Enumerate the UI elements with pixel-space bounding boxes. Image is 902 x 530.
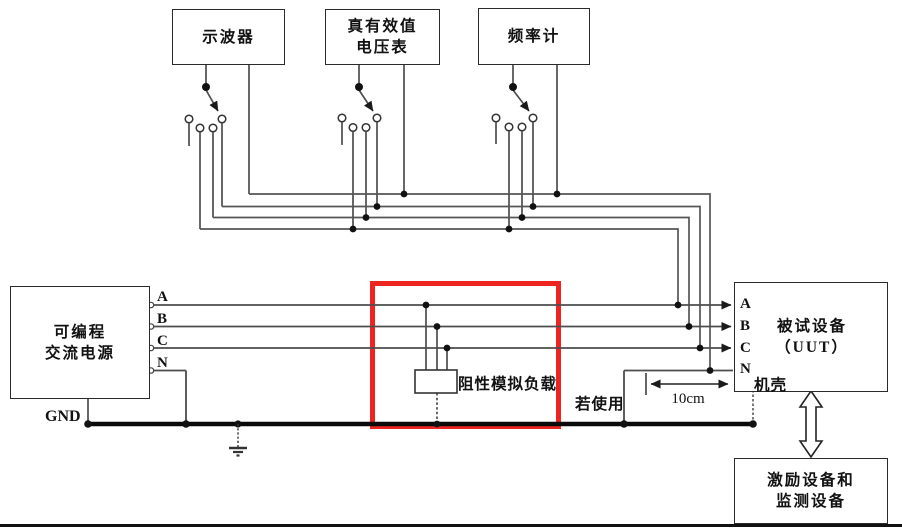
voltmeter-label-line1: 真有效值 — [347, 18, 418, 35]
frequency-counter-label: 频率计 — [507, 28, 561, 45]
voltmeter-label-line2: 电压表 — [356, 39, 409, 56]
source-terminal-a-label: A — [157, 289, 168, 305]
uut-terminal-c-label: C — [740, 340, 751, 356]
bus-junction-dots — [349, 190, 561, 233]
load-tap-dots — [422, 301, 451, 352]
ac-source-label-line1: 可编程 — [53, 323, 107, 341]
excitation-label-line1: 激励设备和 — [767, 472, 855, 489]
load-box — [414, 369, 458, 394]
voltmeter-box: 真有效值 电压表 — [325, 9, 440, 65]
source-terminal-b-label: B — [157, 311, 168, 327]
ground-bus — [84, 390, 757, 428]
earth-ground-icon — [229, 424, 247, 457]
distance-10cm-label: 10cm — [671, 391, 705, 407]
double-arrow-icon — [798, 389, 824, 459]
dimension-arrow-10cm — [645, 373, 729, 395]
highlight-rectangle — [370, 281, 561, 429]
oscilloscope-box: 示波器 — [172, 9, 285, 65]
switch-pivot-dots — [202, 83, 517, 91]
ac-source-label-line2: 交流电源 — [44, 344, 115, 362]
gnd-label: GND — [45, 408, 81, 425]
if-used-label: 若使用 — [575, 396, 625, 413]
source-terminal-c-label: C — [157, 333, 168, 349]
uut-terminal-a-label: A — [740, 296, 751, 312]
oscilloscope-label: 示波器 — [202, 28, 255, 46]
phase-junction-dots — [674, 301, 714, 374]
uut-label: 被试设备 （UUT） — [752, 316, 872, 358]
measurement-bus-wires — [200, 193, 711, 371]
load-wires — [425, 305, 448, 422]
excitation-label-line2: 监测设备 — [775, 493, 846, 510]
excitation-box: 激励设备和 监测设备 — [734, 458, 888, 524]
load-label: 阻性模拟负载 — [458, 376, 558, 393]
selector-switch-icon — [205, 63, 530, 112]
uut-box — [734, 282, 888, 392]
switch-contact-circles — [184, 113, 538, 133]
contact-stem-wires — [188, 63, 558, 229]
uut-terminal-b-label: B — [740, 318, 751, 334]
ac-source-box: 可编程 交流电源 — [10, 286, 150, 399]
frequency-counter-box: 频率计 — [478, 8, 590, 65]
chassis-label: 机壳 — [754, 377, 788, 394]
phase-line-wires — [151, 300, 733, 423]
source-terminal-n-label: N — [157, 355, 168, 371]
uut-label-line1: 被试设备 — [776, 318, 847, 335]
uut-label-line2: （UUT） — [775, 339, 849, 356]
uut-terminal-n-label: N — [740, 361, 751, 377]
